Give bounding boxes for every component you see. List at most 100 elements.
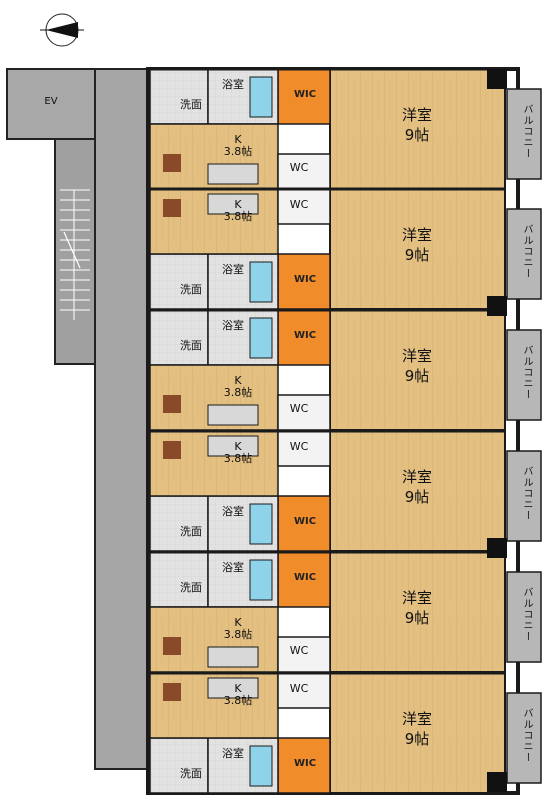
- washroom: [149, 551, 209, 608]
- wic-closet: [277, 495, 331, 552]
- elevator-label: EV: [44, 96, 58, 107]
- balcony: [506, 329, 542, 421]
- kitchen-size: 3.8帖: [223, 628, 253, 641]
- kitchen-size: 3.8帖: [223, 386, 253, 399]
- western-room-size: 9帖: [404, 246, 430, 264]
- washroom-label: 洗面: [180, 339, 202, 352]
- kitchen-label: K: [234, 374, 242, 387]
- western-room: [329, 309, 506, 431]
- bathtub: [249, 76, 273, 118]
- western-room-size: 9帖: [404, 730, 430, 748]
- structural-column: [487, 538, 507, 558]
- wic-label: WIC: [293, 516, 317, 527]
- washroom: [149, 68, 209, 125]
- washroom-label: 洗面: [180, 581, 202, 594]
- western-room-label: 洋室: [401, 347, 432, 365]
- balcony: [506, 571, 542, 663]
- kitchen-size: 3.8帖: [223, 452, 253, 465]
- wic-closet: [277, 253, 331, 310]
- wic-label: WIC: [293, 89, 317, 100]
- wic-label: WIC: [293, 758, 317, 769]
- structural-column: [487, 296, 507, 316]
- washroom: [149, 737, 209, 794]
- kitchen-label: K: [234, 133, 242, 146]
- bathtub: [249, 745, 273, 787]
- washroom-label: 洗面: [180, 767, 202, 780]
- counter: [207, 404, 259, 426]
- western-room-size: 9帖: [404, 367, 430, 385]
- kitchen-size: 3.8帖: [223, 145, 253, 158]
- western-room-size: 9帖: [404, 609, 430, 627]
- balcony-label: バルコニー: [521, 345, 532, 400]
- western-room: [329, 672, 506, 794]
- balcony: [506, 88, 542, 180]
- washroom-label: 洗面: [180, 283, 202, 296]
- washroom: [149, 495, 209, 552]
- wc-label: WC: [289, 440, 309, 453]
- washroom-label: 洗面: [180, 525, 202, 538]
- counter: [207, 163, 259, 185]
- balcony-label: バルコニー: [521, 224, 532, 279]
- storage: [163, 441, 181, 459]
- western-room: [329, 188, 506, 310]
- counter: [207, 646, 259, 668]
- wc-label: WC: [289, 198, 309, 211]
- western-room-label: 洋室: [401, 106, 432, 124]
- bath-label: 浴室: [222, 263, 244, 276]
- wic-label: WIC: [293, 330, 317, 341]
- structural-column: [487, 69, 507, 89]
- counter: [207, 677, 259, 699]
- kitchen-label: K: [234, 440, 242, 453]
- wic-label: WIC: [293, 274, 317, 285]
- balcony-label: バルコニー: [521, 104, 532, 159]
- storage: [163, 154, 181, 172]
- western-room-label: 洋室: [401, 589, 432, 607]
- wic-closet: [277, 551, 331, 608]
- storage: [163, 199, 181, 217]
- wic-label: WIC: [293, 572, 317, 583]
- bath-label: 浴室: [222, 319, 244, 332]
- balcony-label: バルコニー: [521, 466, 532, 521]
- wc-label: WC: [289, 644, 309, 657]
- western-room-label: 洋室: [401, 710, 432, 728]
- counter: [207, 435, 259, 457]
- bath-label: 浴室: [222, 78, 244, 91]
- bathtub: [249, 559, 273, 601]
- counter: [207, 193, 259, 215]
- kitchen-size: 3.8帖: [223, 210, 253, 223]
- balcony: [506, 692, 542, 784]
- western-room-label: 洋室: [401, 468, 432, 486]
- bath-label: 浴室: [222, 505, 244, 518]
- stair-block: [54, 138, 96, 365]
- bathtub: [249, 503, 273, 545]
- stair-arrow: [63, 231, 81, 269]
- balcony-label: バルコニー: [521, 587, 532, 642]
- wc-room: [277, 394, 331, 431]
- elevator-block: [6, 68, 96, 140]
- washroom-label: 洗面: [180, 98, 202, 111]
- washroom: [149, 309, 209, 366]
- wc-label: WC: [289, 682, 309, 695]
- bathtub: [249, 317, 273, 359]
- corridor: [94, 68, 151, 770]
- washroom: [149, 253, 209, 310]
- wc-label: WC: [289, 161, 309, 174]
- wc-label: WC: [289, 402, 309, 415]
- bathtub: [249, 261, 273, 303]
- balcony: [506, 208, 542, 300]
- balcony: [506, 450, 542, 542]
- bath-label: 浴室: [222, 561, 244, 574]
- western-room-label: 洋室: [401, 226, 432, 244]
- kitchen-label: K: [234, 616, 242, 629]
- kitchen-label: K: [234, 682, 242, 695]
- storage: [163, 683, 181, 701]
- storage: [163, 637, 181, 655]
- structural-column: [487, 772, 507, 792]
- western-room: [329, 430, 506, 552]
- storage: [163, 395, 181, 413]
- compass-icon: [40, 13, 84, 47]
- balcony-label: バルコニー: [521, 708, 532, 763]
- wc-room: [277, 430, 331, 467]
- kitchen-size: 3.8帖: [223, 694, 253, 707]
